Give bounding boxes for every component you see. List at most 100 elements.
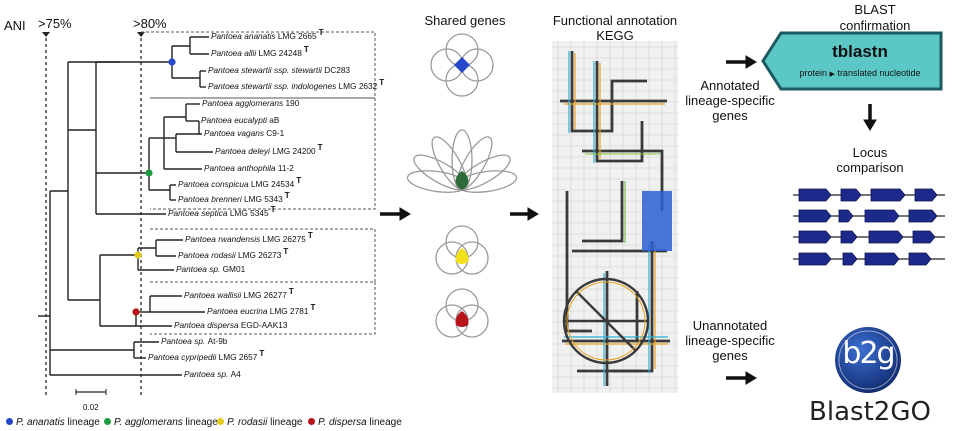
type-strain-mark: T: [288, 287, 294, 296]
type-strain-mark: T: [317, 143, 323, 152]
ani-label: ANI: [4, 18, 26, 33]
taxon-name: Pantoea stewartii ssp. stewartii: [208, 65, 325, 75]
kegg-title-line1: Functional annotation: [552, 13, 678, 28]
type-strain-mark: T: [307, 231, 313, 240]
phylogenetic-tree: [38, 31, 376, 398]
taxon-name: Pantoea vagans: [204, 128, 267, 138]
gene-arrow: [842, 252, 858, 266]
taxon-name: Pantoea rodasii: [178, 250, 238, 260]
tblastn-badge: [761, 31, 943, 91]
clade-brackets: [141, 31, 376, 335]
taxon-label: Pantoea sp. GM01: [176, 264, 245, 274]
gene-arrow: [798, 209, 832, 223]
taxon-strain: LMG 2665: [277, 31, 317, 41]
taxon-name: Pantoea agglomerans: [202, 98, 286, 108]
locus-comparison-label: Locus comparison: [820, 145, 920, 175]
taxon-strain: LMG 24534: [250, 179, 295, 189]
taxon-strain: LMG 24248: [258, 48, 302, 58]
taxon-strain: LMG 5345: [229, 208, 269, 218]
gene-arrow: [914, 188, 938, 202]
kegg-pathway-map: [552, 41, 678, 393]
legend-suffix: lineage: [267, 417, 303, 428]
taxon-label: Pantoea stewartii ssp. indologenes LMG 2…: [208, 78, 385, 91]
type-strain-mark: T: [296, 176, 302, 185]
taxon-name: Pantoea septica: [168, 208, 230, 218]
legend-suffix: lineage: [366, 417, 402, 428]
gene-arrow: [798, 188, 832, 202]
taxon-name: Pantoea allii: [211, 48, 259, 58]
taxon-name: Pantoea ananatis: [211, 31, 278, 41]
type-strain-mark: T: [310, 303, 316, 312]
legend-species: P. ananatis: [16, 417, 65, 428]
taxon-strain: C9-1: [266, 128, 285, 138]
taxon-name: Pantoea cypripedii: [148, 352, 219, 362]
taxon-strain: LMG 24200: [272, 146, 316, 156]
gene-arrow: [798, 230, 832, 244]
scale-label: 0.02: [83, 403, 99, 412]
legend-item: P. rodasii lineage: [217, 417, 302, 428]
taxon-strain: LMG 5343: [243, 194, 283, 204]
taxon-strain: LMG 2657: [218, 352, 258, 362]
taxon-name: Pantoea rwandensis: [185, 234, 263, 244]
gene-arrow: [840, 230, 858, 244]
venn-rodasii-core: [455, 248, 469, 264]
shared-genes-venns: [406, 33, 518, 338]
taxon-label: Pantoea agglomerans 190: [202, 98, 299, 108]
node-agglomerans-lineage: [145, 169, 153, 177]
gene-arrow: [840, 188, 862, 202]
taxon-strain: EGD-AAK13: [240, 320, 288, 330]
gene-arrow: [870, 188, 906, 202]
blast2go-logo-text: b2g: [842, 336, 895, 371]
kegg-title: Functional annotation KEGG: [540, 13, 690, 43]
venn-agglomerans: [406, 129, 518, 193]
taxon-label: Pantoea vagans C9-1: [204, 128, 284, 138]
legend-species: P. agglomerans: [114, 417, 183, 428]
tblastn-label: tblastn: [832, 42, 888, 61]
type-strain-mark: T: [270, 205, 276, 214]
taxon-name: Pantoea stewartii ssp. indologenes: [208, 81, 339, 91]
arrow-to-blast: [726, 55, 757, 69]
taxon-label: Pantoea eucalypti aB: [201, 115, 279, 125]
taxon-name: Pantoea sp.: [176, 264, 223, 274]
blast-title-line1: BLAST: [854, 2, 896, 17]
venn-dispersa-core: [455, 311, 469, 327]
taxon-label: Pantoea stewartii ssp. stewartii DC283: [208, 65, 350, 75]
annotated-line2: lineage-specific: [685, 93, 775, 108]
blast2go-logo: [835, 327, 901, 393]
arrow-blast-to-locus: [863, 104, 877, 131]
shared-genes-title: Shared genes: [424, 13, 506, 28]
taxon-name: Pantoea anthophila: [204, 163, 278, 173]
taxon-name: Pantoea eucalypti: [201, 115, 270, 125]
legend-item: P. dispersa lineage: [308, 417, 402, 428]
tblastn-sub-a: protein: [799, 68, 828, 78]
gene-arrow: [868, 230, 904, 244]
node-rodasii-lineage: [134, 251, 142, 259]
ani-75-label: >75%: [38, 16, 72, 31]
type-strain-mark: T: [303, 45, 309, 54]
taxon-strain: A4: [230, 369, 241, 379]
legend-suffix: lineage: [182, 417, 218, 428]
taxon-name: Pantoea brenneri: [178, 194, 244, 204]
taxon-strain: LMG 2632: [338, 81, 378, 91]
taxon-label: Pantoea sp. At-9b: [161, 336, 227, 346]
legend-dot: [6, 418, 13, 425]
unannotated-line2: lineage-specific: [685, 333, 775, 348]
taxon-label: Pantoea dispersa EGD-AAK13: [174, 320, 287, 330]
type-strain-mark: T: [379, 78, 385, 87]
gene-arrow: [912, 230, 936, 244]
type-strain-mark: T: [259, 349, 265, 358]
tree-branches: [38, 36, 213, 376]
blast-confirmation-title: BLAST confirmation: [800, 2, 950, 34]
legend-dot: [308, 418, 315, 425]
node-dispersa-lineage: [132, 308, 140, 316]
taxon-label: Pantoea anthophila 11-2: [204, 163, 294, 173]
